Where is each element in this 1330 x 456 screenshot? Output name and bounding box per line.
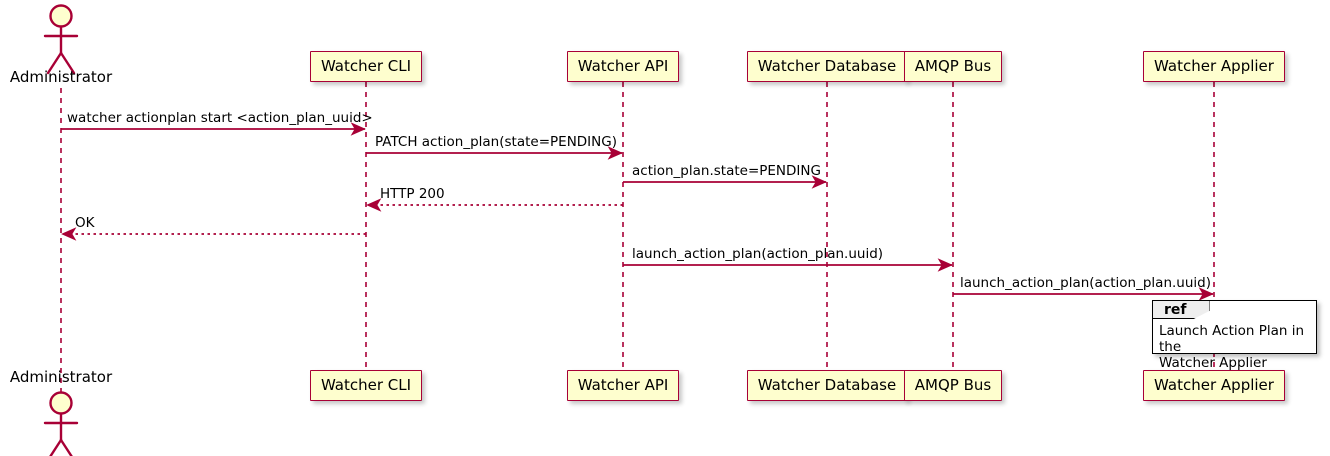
- participant-box-watcher-api-bottom[interactable]: Watcher API: [566, 370, 680, 401]
- fragment-body-ref-launch-action-plan: Launch Action Plan in the Watcher Applie…: [1159, 323, 1305, 371]
- message-label-msg-3: action_plan.state=PENDING: [632, 163, 821, 179]
- participant-box-watcher-applier-top[interactable]: Watcher Applier: [1143, 51, 1285, 82]
- message-label-msg-5: OK: [75, 215, 95, 231]
- actor-figure-administrator: [43, 391, 79, 456]
- message-label-msg-1: watcher actionplan start <action_plan_uu…: [67, 110, 373, 126]
- participant-box-watcher-database-top[interactable]: Watcher Database: [746, 51, 908, 82]
- actor-figure-administrator: [43, 4, 79, 75]
- message-label-msg-7: launch_action_plan(action_plan.uuid): [959, 275, 1211, 291]
- fragment-tab-label-ref-launch-action-plan: ref: [1153, 301, 1210, 319]
- actor-label-administrator-bottom: Administrator: [9, 368, 113, 386]
- message-label-msg-2: PATCH action_plan(state=PENDING): [375, 134, 617, 150]
- participant-box-amqp-bus-bottom[interactable]: AMQP Bus: [903, 370, 1003, 401]
- participant-box-watcher-cli-top[interactable]: Watcher CLI: [309, 51, 423, 82]
- message-arrows-group: [61, 122, 1214, 301]
- participant-box-watcher-database-bottom[interactable]: Watcher Database: [746, 370, 908, 401]
- message-label-msg-4: HTTP 200: [380, 186, 445, 202]
- participant-box-watcher-api-top[interactable]: Watcher API: [566, 51, 680, 82]
- participant-box-watcher-cli-bottom[interactable]: Watcher CLI: [309, 370, 423, 401]
- participant-box-watcher-applier-bottom[interactable]: Watcher Applier: [1143, 370, 1285, 401]
- participant-box-amqp-bus-top[interactable]: AMQP Bus: [903, 51, 1003, 82]
- actor-figures-group: [43, 4, 79, 456]
- message-label-msg-6: launch_action_plan(action_plan.uuid): [632, 246, 884, 262]
- actor-label-administrator-top: Administrator: [9, 68, 113, 86]
